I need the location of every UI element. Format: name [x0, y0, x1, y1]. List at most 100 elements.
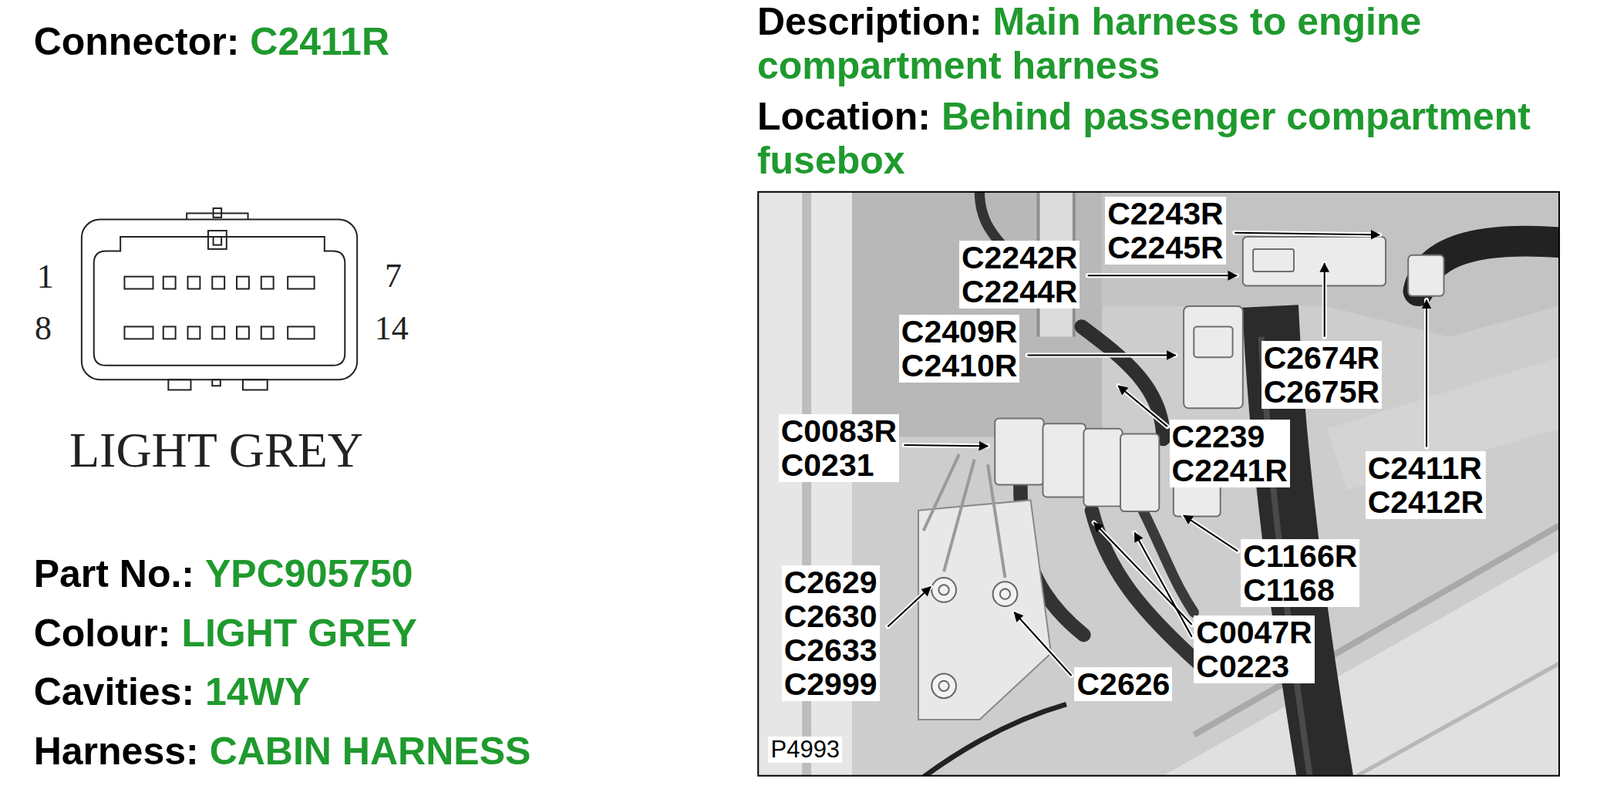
- pin-cavity: [287, 276, 314, 290]
- harness-line: Harness:CABIN HARNESS: [33, 729, 532, 774]
- photo: [852, 192, 1102, 438]
- callout-label: C1166R C1168: [1240, 538, 1360, 607]
- leader-halo: [1234, 232, 1380, 236]
- callout-label: C2674R C2675R: [1261, 340, 1382, 409]
- connector-face: [81, 208, 358, 391]
- connector-heading: Connector:C2411R: [33, 20, 390, 64]
- colour-line: Colour:LIGHT GREY: [33, 611, 418, 656]
- connector-face: [208, 230, 227, 250]
- photo: [1193, 326, 1233, 358]
- field-value: CABIN HARNESS: [209, 729, 532, 773]
- callout-label: C2629 C2630 C2633 C2999: [781, 565, 880, 701]
- photo: [1120, 433, 1159, 512]
- photo: [938, 680, 949, 691]
- location-line: Location:Behind passenger compartment fu…: [757, 94, 1575, 183]
- photo: [1042, 423, 1086, 497]
- callout-label: C0047R C0223: [1193, 615, 1314, 684]
- connector-face: [81, 219, 358, 381]
- pin-cavity: [187, 276, 200, 290]
- photo: [938, 584, 949, 595]
- leader-arrow: [1323, 262, 1326, 337]
- photo: [1091, 510, 1200, 664]
- pin-number: 1: [37, 259, 54, 294]
- pin-cavity: [163, 326, 176, 339]
- leader-arrow: [1425, 299, 1428, 448]
- photo: [1183, 306, 1243, 408]
- connector-face: [212, 379, 221, 386]
- leader-halo: [1013, 612, 1072, 676]
- connector-face: [186, 213, 248, 220]
- photo: [1081, 326, 1164, 439]
- connector-face: [242, 379, 268, 390]
- pin-cavity: [236, 326, 250, 339]
- leader-arrow: [1118, 385, 1168, 427]
- photo: [923, 454, 1006, 578]
- leader-arrow: [1135, 532, 1193, 637]
- leader-halo: [1088, 272, 1237, 278]
- leader-arrow: [887, 232, 1427, 676]
- pin-cavity: [124, 276, 314, 340]
- leader-halo: [1027, 353, 1176, 358]
- leader-halo: [887, 232, 1427, 676]
- leader-halo: [1322, 262, 1328, 337]
- field-name: Harness:: [33, 729, 199, 773]
- pin-cavity: [261, 326, 274, 339]
- field-value: 14WY: [205, 670, 310, 714]
- pin-cavity: [212, 326, 225, 339]
- leader-arrow: [1088, 274, 1237, 277]
- photo: [1253, 249, 1294, 272]
- photo: [1193, 525, 1560, 735]
- photo: [1083, 428, 1122, 507]
- connector-colour: LIGHT GREY: [69, 425, 364, 475]
- part-number-line: Part No.:YPC905750: [33, 552, 414, 597]
- photo: [994, 418, 1045, 486]
- photo: [1163, 551, 1560, 776]
- leader-arrow: [1027, 353, 1176, 356]
- callout-label: C2242R C2244R: [959, 240, 1080, 309]
- photo: [993, 581, 1018, 607]
- description-line: Description:Main harness to engine compa…: [757, 0, 1575, 88]
- callout-label: C2239 C2241R: [1169, 419, 1291, 488]
- field-name: Connector:: [33, 20, 240, 64]
- leader-arrow: [887, 586, 931, 627]
- pin-cavity: [287, 326, 314, 339]
- connector-face: [213, 208, 223, 218]
- field-value: YPC905750: [205, 552, 414, 596]
- pin-cavity: [124, 326, 153, 339]
- field-value: C2411R: [249, 20, 390, 64]
- field-name: Part No.:: [33, 552, 195, 596]
- callout-label: C2411R C2412R: [1365, 451, 1486, 519]
- photo: [931, 577, 957, 603]
- leader-halo: [903, 444, 988, 446]
- leader-halo: [1183, 515, 1238, 551]
- photo: [1242, 236, 1386, 287]
- callout-label: C2626: [1074, 666, 1173, 701]
- photo: [1101, 192, 1560, 337]
- photo: [1357, 663, 1560, 776]
- field-name: Cavities:: [33, 670, 195, 714]
- leader-halo: [1135, 532, 1193, 637]
- leader-halo: [1118, 385, 1168, 427]
- pin-number: 7: [384, 259, 402, 294]
- photo: [1408, 255, 1444, 297]
- leader-arrow: [1013, 612, 1072, 676]
- callout-label: C2409R C2410R: [899, 314, 1020, 383]
- pin-cavity: [163, 276, 176, 290]
- leader-arrow: [903, 444, 988, 446]
- photo: [918, 499, 1051, 720]
- field-name: Location:: [757, 94, 931, 139]
- field-name: Description:: [757, 0, 983, 44]
- pin-number: 14: [374, 311, 409, 346]
- leader-arrow: [1183, 515, 1238, 551]
- pin-number: 8: [34, 311, 52, 346]
- illustration: [81, 192, 1567, 786]
- callout-label: C2243R C2245R: [1104, 196, 1226, 265]
- photo: [931, 673, 957, 698]
- callout-label: C0083R C0231: [778, 414, 900, 482]
- pin-cavity: [187, 326, 200, 339]
- connector-face: [213, 236, 223, 246]
- photo: [918, 704, 1067, 776]
- photo: [757, 192, 1560, 776]
- pin-cavity: [212, 276, 225, 290]
